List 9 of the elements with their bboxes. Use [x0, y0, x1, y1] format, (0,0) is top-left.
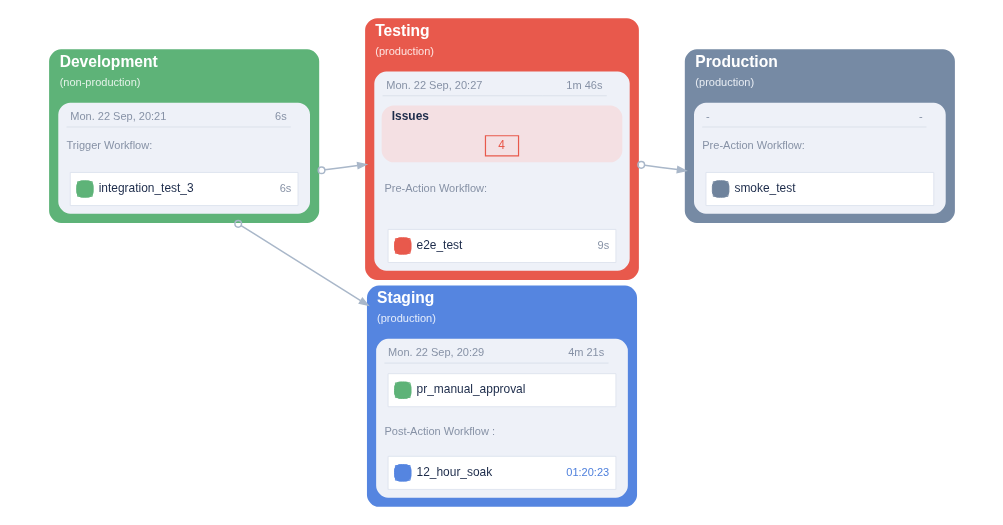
node-box: 12_hour_soak 01:20:23 [387, 455, 616, 490]
arrow [233, 219, 370, 307]
node-box: e2e_test 9s [387, 228, 616, 263]
node-box: integration_test_3 6s [69, 172, 298, 206]
arrow [636, 160, 688, 174]
node-box: smoke_test [705, 172, 934, 206]
node-box: pr_manual_approval [387, 373, 616, 408]
arrow [317, 161, 368, 175]
node-box: 4 [484, 135, 519, 157]
